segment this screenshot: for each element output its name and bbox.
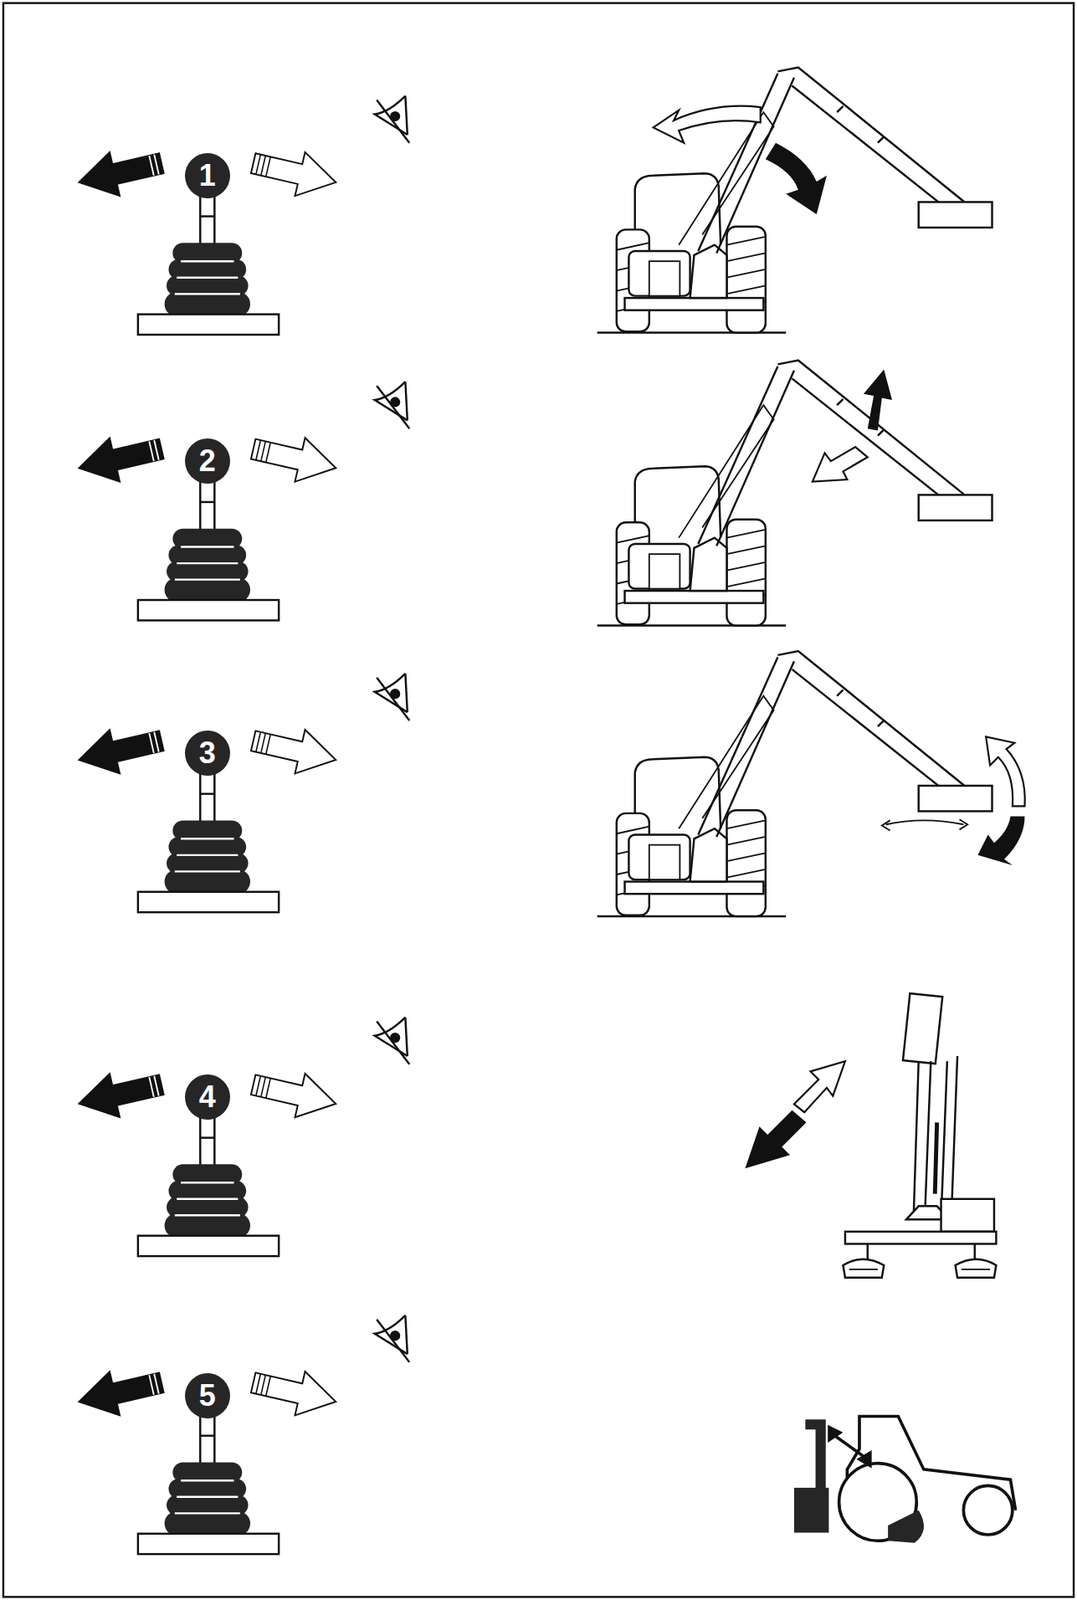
motion-arrow	[985, 736, 1026, 806]
joystick-lever	[73, 1315, 410, 1554]
joystick-lever	[73, 381, 410, 621]
tractor-rear-view	[597, 66, 993, 333]
tractor-rear-view	[597, 359, 993, 626]
callout-number: 2	[199, 446, 216, 477]
tractor-rear-view	[597, 651, 993, 917]
joystick-lever	[73, 1017, 410, 1257]
joystick-lever	[73, 96, 410, 335]
callout-number: 4	[199, 1082, 216, 1113]
callout-circle: 1	[184, 153, 231, 199]
callout-number: 3	[199, 738, 216, 769]
motion-arrow	[863, 369, 893, 431]
callout-circle: 2	[184, 438, 231, 484]
side-view-machine	[842, 993, 996, 1278]
motion-arrow	[744, 1110, 806, 1170]
motion-arrow	[765, 143, 827, 215]
joystick-lever	[73, 673, 410, 913]
callout-circle: 5	[184, 1373, 231, 1419]
motion-arrow	[794, 1061, 846, 1113]
motion-arrow	[886, 820, 965, 825]
motion-arrow	[812, 446, 868, 482]
callout-circle: 3	[184, 730, 231, 776]
motion-arrow	[977, 816, 1025, 867]
tractor-side-symbol	[794, 1416, 1016, 1544]
callout-circle: 4	[184, 1074, 231, 1120]
frame-border	[3, 3, 1074, 1598]
motion-arrow	[653, 106, 761, 144]
callout-number: 1	[199, 160, 216, 191]
callout-number: 5	[199, 1380, 216, 1411]
